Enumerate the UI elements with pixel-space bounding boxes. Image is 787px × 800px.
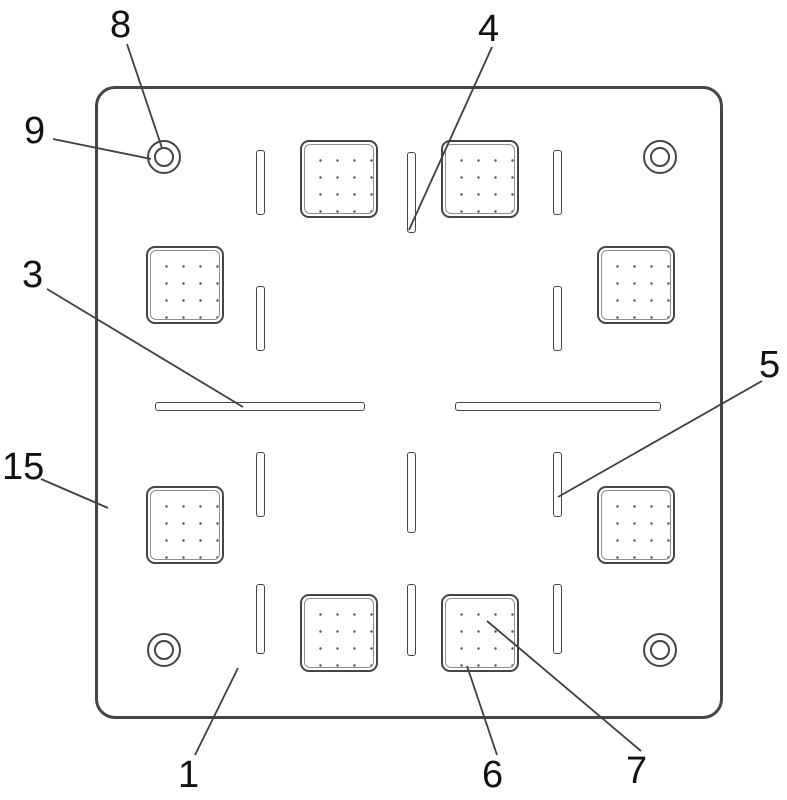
pad-right-upper: [597, 246, 675, 324]
pad-left-upper-surface: [150, 250, 220, 320]
pad-left-lower: [146, 486, 224, 564]
corner-hole-bottom-left-inner-ring: [154, 640, 174, 660]
pad-top-left-surface: [304, 144, 374, 214]
slot-vertical-right-bottom: [553, 584, 562, 654]
pad-bottom-left: [300, 594, 378, 672]
pad-left-lower-surface: [150, 490, 220, 560]
slot-horizontal-left: [155, 402, 365, 411]
slot-vertical-right-mid-upper: [553, 286, 562, 351]
corner-hole-top-right-inner-ring: [650, 147, 670, 167]
ref-label-9: 9: [24, 110, 46, 152]
ref-label-15: 15: [2, 446, 45, 488]
pad-top-right-surface: [445, 144, 515, 214]
slot-horizontal-right: [455, 402, 661, 411]
slot-vertical-left-bottom: [256, 584, 265, 654]
ref-label-3: 3: [22, 254, 44, 296]
pad-top-right: [441, 140, 519, 218]
slot-vertical-center-mid-lower: [407, 452, 416, 533]
corner-hole-bottom-right: [643, 633, 677, 667]
pad-bottom-right-surface: [445, 598, 515, 668]
slot-vertical-right-mid-lower: [553, 452, 562, 517]
corner-hole-top-right: [643, 140, 677, 174]
pad-right-lower: [597, 486, 675, 564]
ref-label-7: 7: [626, 750, 648, 792]
slot-vertical-left-mid-upper: [256, 286, 265, 351]
pad-bottom-left-surface: [304, 598, 374, 668]
pad-right-lower-surface: [601, 490, 671, 560]
pad-left-upper: [146, 246, 224, 324]
corner-hole-top-left-inner-ring: [154, 147, 174, 167]
ref-label-1: 1: [178, 754, 200, 796]
corner-hole-top-left: [147, 140, 181, 174]
corner-hole-bottom-left: [147, 633, 181, 667]
ref-label-6: 6: [482, 754, 504, 796]
pad-right-upper-surface: [601, 250, 671, 320]
pad-top-left: [300, 140, 378, 218]
slot-vertical-right-top: [553, 150, 562, 215]
corner-hole-bottom-right-inner-ring: [650, 640, 670, 660]
slot-vertical-center-bottom: [407, 584, 416, 656]
ref-label-8: 8: [110, 4, 132, 46]
pad-bottom-right: [441, 594, 519, 672]
slot-vertical-center-top: [407, 152, 416, 233]
slot-vertical-left-mid-lower: [256, 452, 265, 517]
ref-label-5: 5: [759, 344, 781, 386]
slot-vertical-left-top: [256, 150, 265, 215]
ref-label-4: 4: [478, 8, 500, 50]
